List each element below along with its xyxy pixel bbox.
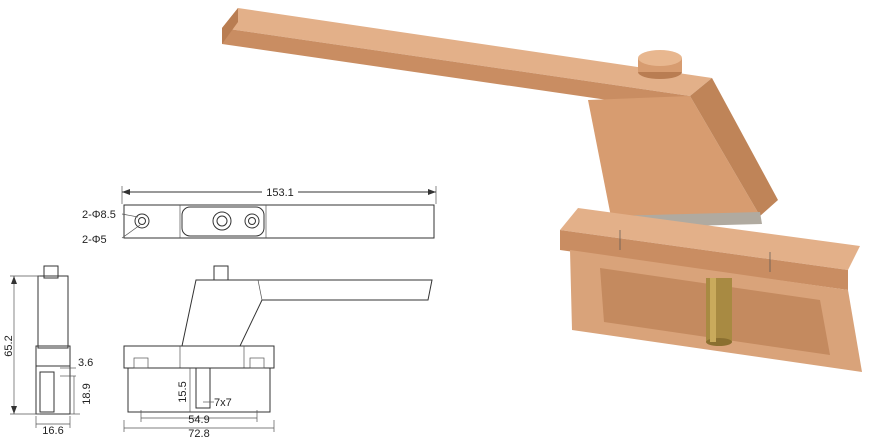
front-view: 15.5 7x7 54.9 72.8	[123, 265, 433, 440]
lever-front-face	[222, 28, 690, 112]
neck-front	[588, 96, 760, 222]
dim-base-length: 72.8	[188, 428, 209, 440]
neck-side	[690, 78, 778, 216]
top-view: 153.1 2-Φ8.5 2-Φ5	[82, 184, 437, 246]
dim-hole-spacing: 54.9	[188, 414, 209, 426]
dim-base-width: 16.6	[42, 425, 63, 437]
spindle	[706, 278, 732, 342]
lever-end-cap	[222, 8, 238, 44]
lever-top-face	[222, 8, 712, 96]
handle-render	[222, 8, 862, 372]
dim-base-height: 18.9	[81, 383, 93, 404]
dim-height: 65.2	[3, 335, 15, 356]
dim-offset: 3.6	[78, 357, 93, 369]
hole-large-label: 2-Φ8.5	[82, 209, 116, 221]
base-front	[560, 230, 848, 290]
side-view: 65.2 3.6 18.9 16.6	[3, 265, 93, 437]
hole-small-label: 2-Φ5	[82, 234, 107, 246]
dim-spindle-square: 7x7	[214, 397, 232, 409]
dim-length: 153.1	[266, 187, 294, 199]
lock-button-top	[638, 50, 682, 66]
dim-spindle-height: 15.5	[177, 381, 189, 402]
base-top	[560, 208, 860, 270]
